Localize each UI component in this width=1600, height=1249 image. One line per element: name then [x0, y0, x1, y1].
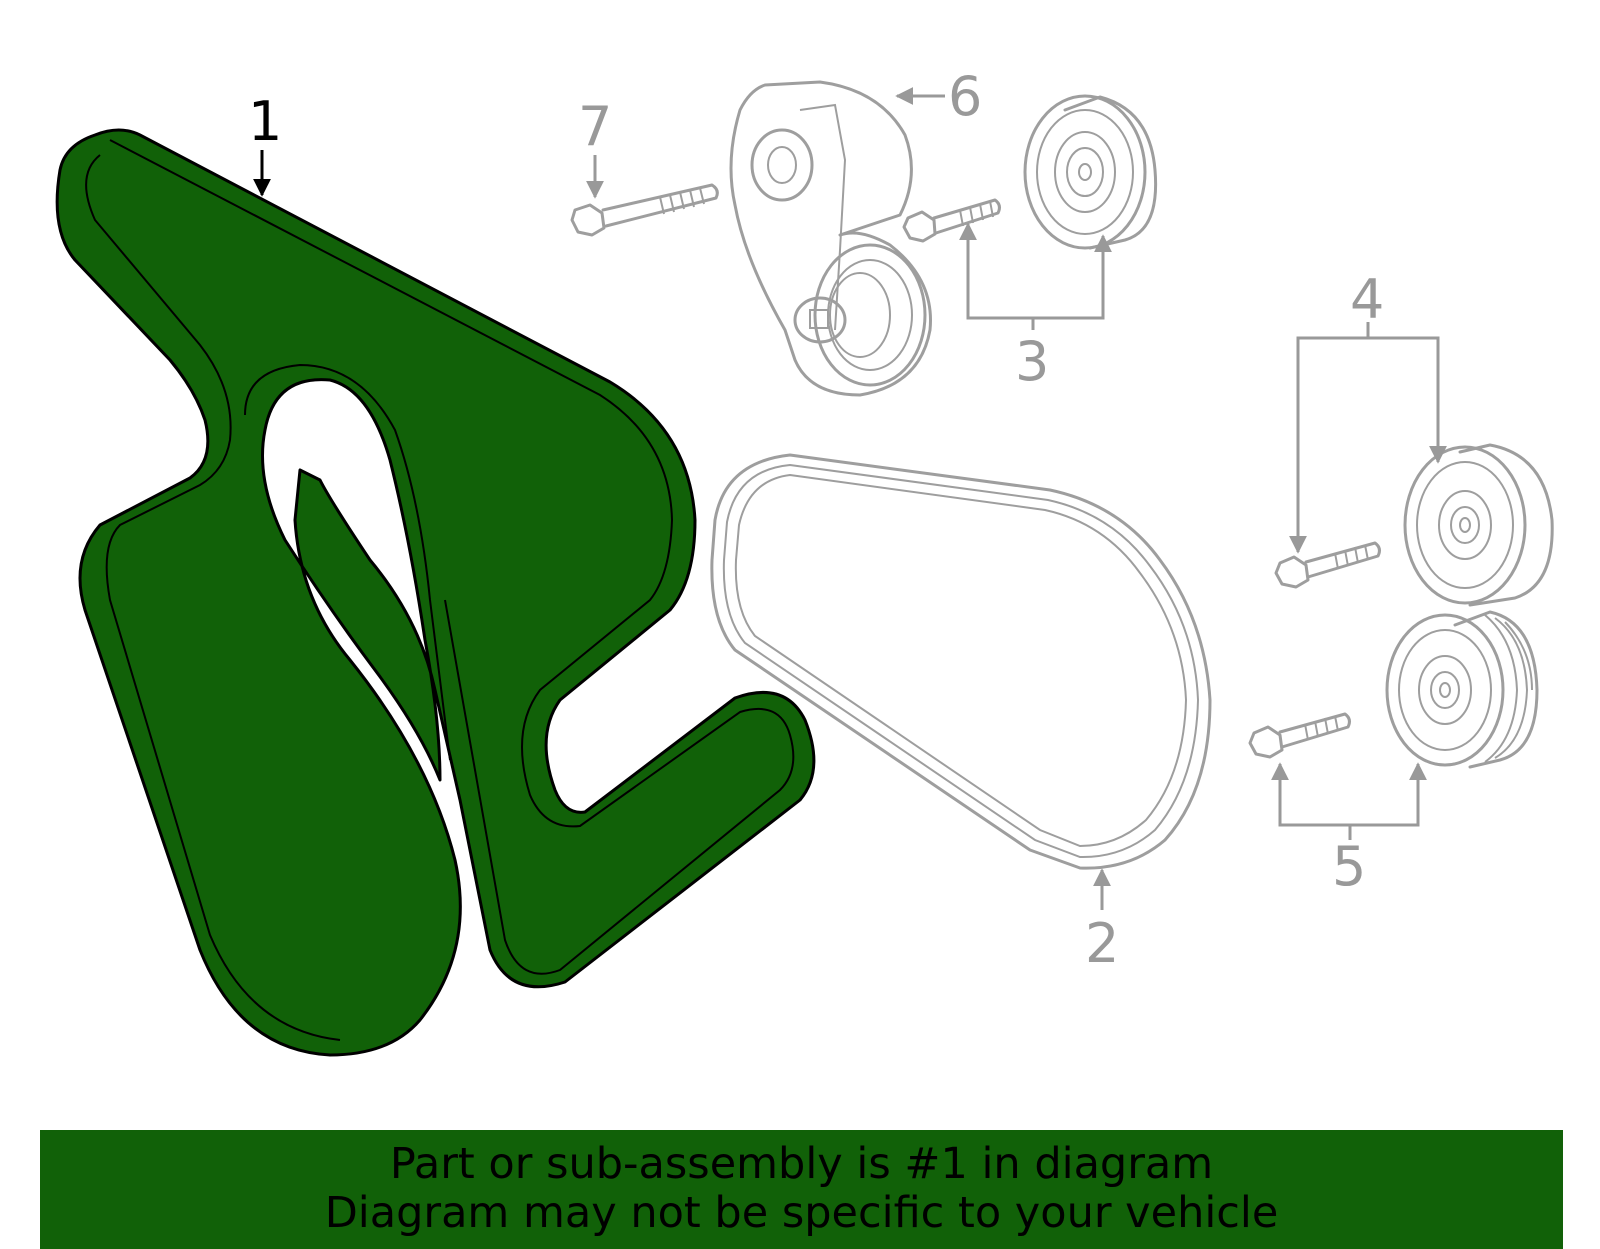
- serpentine-belt-part-1[interactable]: [55, 128, 816, 1057]
- grooved-pulley-part-5[interactable]: [1248, 610, 1539, 769]
- callout-3: 3: [1015, 330, 1049, 393]
- banner-line-part-reference: Part or sub-assembly is #1 in diagram: [389, 1139, 1214, 1189]
- bolt-part-7[interactable]: [570, 183, 719, 237]
- banner-line-disclaimer: Diagram may not be specific to your vehi…: [324, 1188, 1279, 1238]
- callout-2: 2: [1085, 912, 1119, 975]
- leader-lines: [253, 87, 1447, 910]
- belt-part-2[interactable]: [710, 453, 1212, 870]
- parts-diagram: 1 2 3 4 5 6 7: [55, 65, 1554, 1057]
- pulley-part-4[interactable]: [1274, 443, 1554, 607]
- info-banner: Part or sub-assembly is #1 in diagram Di…: [40, 1130, 1563, 1249]
- callout-4: 4: [1350, 268, 1384, 331]
- callout-1: 1: [248, 90, 282, 153]
- tensioner-part-6[interactable]: [729, 80, 932, 397]
- callout-7: 7: [578, 95, 612, 158]
- idler-pulley-part-3[interactable]: [902, 94, 1158, 250]
- callout-6: 6: [948, 65, 982, 128]
- callout-5: 5: [1332, 835, 1366, 898]
